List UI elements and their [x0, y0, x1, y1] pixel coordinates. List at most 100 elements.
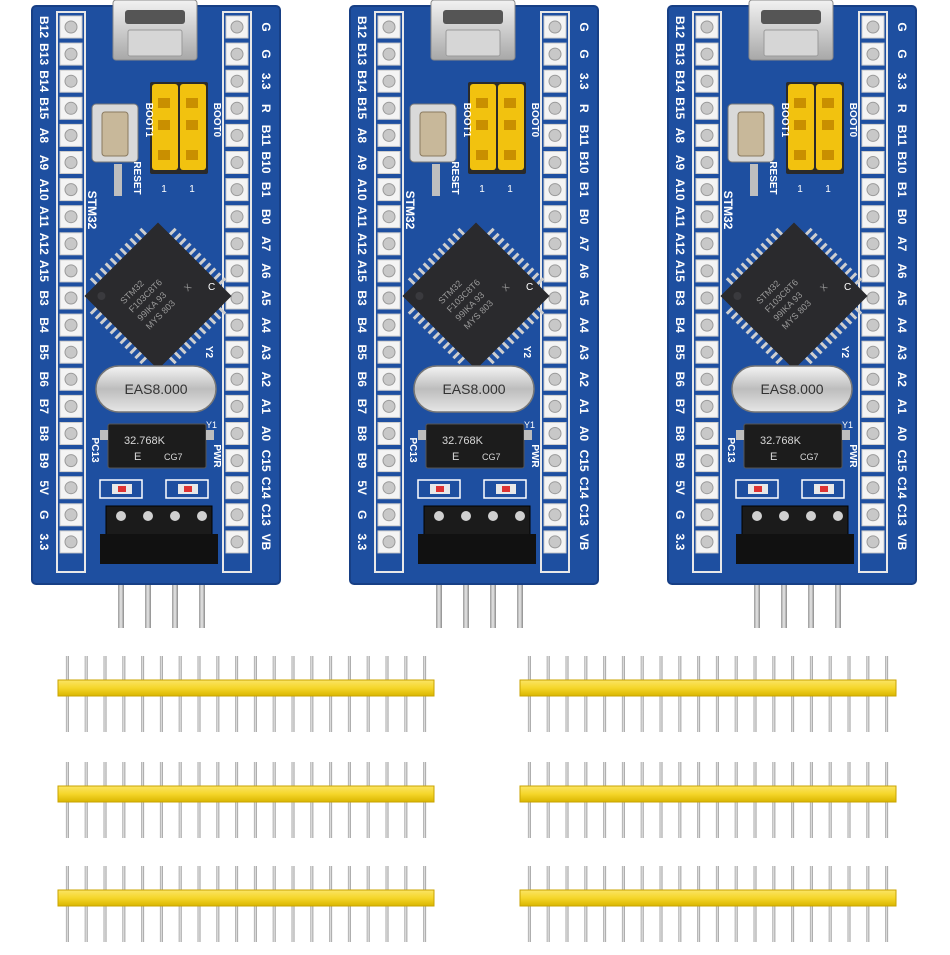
pin-hole [64, 237, 78, 251]
pin-hole [548, 210, 562, 224]
rtc-marking: CG7 [164, 452, 183, 462]
pin-hole [382, 345, 396, 359]
pin-hole [230, 399, 244, 413]
pin-label-right: A6 [895, 263, 909, 279]
pin-header-strip-6 [519, 866, 897, 942]
pin-hole [230, 128, 244, 142]
pin-label-right: G [259, 49, 273, 58]
chip-leg [755, 247, 764, 256]
pin-hole [64, 183, 78, 197]
pin-label-left: B3 [355, 290, 369, 306]
pin-hole [230, 210, 244, 224]
pin-hole [382, 237, 396, 251]
pin-label-right: VB [259, 534, 273, 551]
pin-hole [382, 264, 396, 278]
pin-label-left: B7 [37, 399, 51, 415]
reset-button-cap [419, 111, 447, 157]
chip-leg [501, 242, 510, 251]
chip-leg [765, 346, 774, 355]
pin-label-left: G [673, 510, 687, 519]
pin-hole [64, 47, 78, 61]
pin-hole [230, 372, 244, 386]
y2-label: Y2 [203, 346, 214, 359]
pin-hole [382, 454, 396, 468]
pin-hole [866, 481, 880, 495]
chip-leg [725, 277, 734, 286]
chip-leg [213, 311, 222, 320]
silk-c-label: C [844, 282, 851, 293]
chip-leg [139, 356, 148, 365]
chip-leg [521, 321, 530, 330]
pin-label-right: R [895, 104, 909, 113]
chip-leg [804, 356, 813, 365]
pin-label-left: A8 [673, 128, 687, 144]
chip-marking: X [182, 282, 193, 293]
pin-hole [64, 372, 78, 386]
swd-pin-top [116, 511, 126, 521]
jumper-pin1-label: 1 [507, 184, 513, 195]
rtc-crystal [107, 423, 207, 469]
pin-hole [700, 399, 714, 413]
pin-hole [866, 156, 880, 169]
pin-label-right: A6 [259, 263, 273, 279]
chip-leg [834, 326, 843, 335]
pin-hole [548, 399, 562, 413]
chip-leg [804, 227, 813, 236]
pin-hole [64, 481, 78, 495]
pin-label-left: B12 [37, 16, 51, 38]
pin-hole [230, 318, 244, 332]
swd-pin-top [488, 511, 498, 521]
pin-hole [230, 237, 244, 251]
rtc-crystal [743, 423, 843, 469]
crystal-label: EAS8.000 [760, 381, 823, 397]
pin-label-right: A7 [259, 236, 273, 252]
pin-hole [382, 74, 396, 88]
pin-hole [382, 318, 396, 332]
pin-hole [548, 183, 562, 197]
pin-label-right: B1 [259, 182, 273, 198]
pin-label-right: B10 [259, 151, 273, 173]
crystal-8mhz [731, 365, 853, 413]
pin-label-right: G [577, 49, 591, 58]
pin-hole [548, 481, 562, 495]
y1-label: Y1 [524, 420, 535, 430]
chip-leg [814, 346, 823, 355]
chip-leg [486, 227, 495, 236]
pin-label-left: B15 [37, 97, 51, 119]
pin-label-left: A8 [355, 128, 369, 144]
pin-label-right: A2 [577, 372, 591, 388]
chip-leg [168, 356, 177, 365]
pin-hole [230, 508, 244, 522]
pc13-led-frame [417, 479, 461, 499]
chip-leg [173, 232, 182, 241]
rtc-marking: E [452, 451, 459, 463]
chip-leg [218, 306, 227, 315]
pin-hole [64, 210, 78, 224]
chip-leg [208, 316, 217, 325]
swd-header-base [736, 534, 854, 564]
boot0-label: BOOT0 [847, 103, 858, 138]
rtc-marking: E [134, 451, 141, 463]
chip-leg [740, 321, 749, 330]
chip-leg [447, 346, 456, 355]
crystal-label: EAS8.000 [124, 381, 187, 397]
pin-hole [700, 318, 714, 332]
pin-label-left: G [37, 510, 51, 519]
pin-hole [64, 345, 78, 359]
pin-hole [700, 264, 714, 278]
chip-leg [417, 316, 426, 325]
pin-hole [382, 128, 396, 142]
pin-label-right: A2 [895, 372, 909, 388]
pin-label-left: G [355, 510, 369, 519]
chip-leg [775, 356, 784, 365]
silk-c-label: C [526, 282, 533, 293]
pin-label-left: B14 [37, 70, 51, 92]
pin-label-left: A10 [355, 179, 369, 201]
chip-leg [134, 351, 143, 360]
chip-leg [417, 267, 426, 276]
pin-hole [866, 535, 880, 549]
pin-hole [700, 427, 714, 440]
silk-c-label: C [208, 282, 215, 293]
reset-button-cap [737, 111, 765, 157]
swd-pin-top [197, 511, 207, 521]
